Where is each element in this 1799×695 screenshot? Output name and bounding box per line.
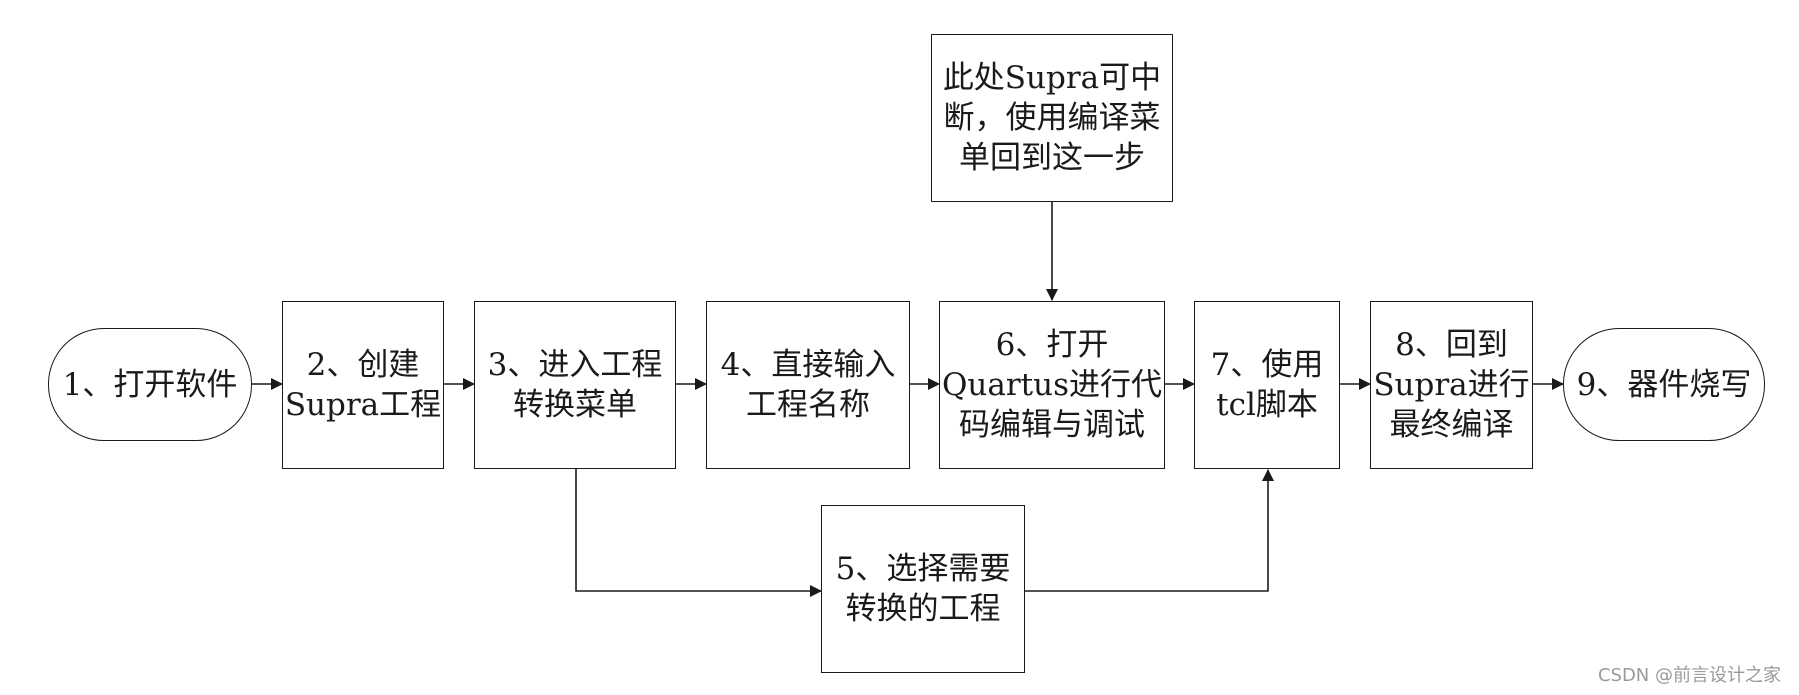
step-1-open-software: 1、打开软件: [48, 328, 252, 441]
note-label: 此处Supra可中 断，使用编译菜 单回到这一步: [942, 60, 1162, 176]
step-2-create-project: 2、创建 Supra工程: [282, 301, 444, 469]
step-9-device-program: 9、器件烧写: [1563, 328, 1765, 441]
step-2-label: 2、创建 Supra工程: [284, 347, 442, 423]
step-8-final-compile: 8、回到 Supra进行 最终编译: [1370, 301, 1533, 469]
arrow-3-to-5: [575, 469, 822, 597]
step-1-label: 1、打开软件: [62, 366, 238, 403]
step-6-label: 6、打开 Quartus进行代 码编辑与调试: [941, 327, 1162, 443]
step-8-label: 8、回到 Supra进行 最终编译: [1373, 327, 1530, 443]
step-7-label: 7、使用 tcl脚本: [1210, 347, 1324, 423]
step-6-open-quartus: 6、打开 Quartus进行代 码编辑与调试: [939, 301, 1165, 469]
step-4-label: 4、直接输入 工程名称: [720, 347, 896, 423]
step-5-label: 5、选择需要 转换的工程: [835, 551, 1011, 627]
note-supra-interrupt: 此处Supra可中 断，使用编译菜 单回到这一步: [931, 34, 1173, 202]
step-3-label: 3、进入工程 转换菜单: [487, 347, 663, 423]
step-5-select-project: 5、选择需要 转换的工程: [821, 505, 1025, 673]
step-7-tcl-script: 7、使用 tcl脚本: [1194, 301, 1340, 469]
step-4-enter-project-name: 4、直接输入 工程名称: [706, 301, 910, 469]
step-9-label: 9、器件烧写: [1576, 366, 1752, 403]
watermark-text: CSDN @前言设计之家: [1597, 665, 1781, 686]
step-3-convert-menu: 3、进入工程 转换菜单: [474, 301, 676, 469]
arrow-5-to-7: [1025, 469, 1274, 592]
